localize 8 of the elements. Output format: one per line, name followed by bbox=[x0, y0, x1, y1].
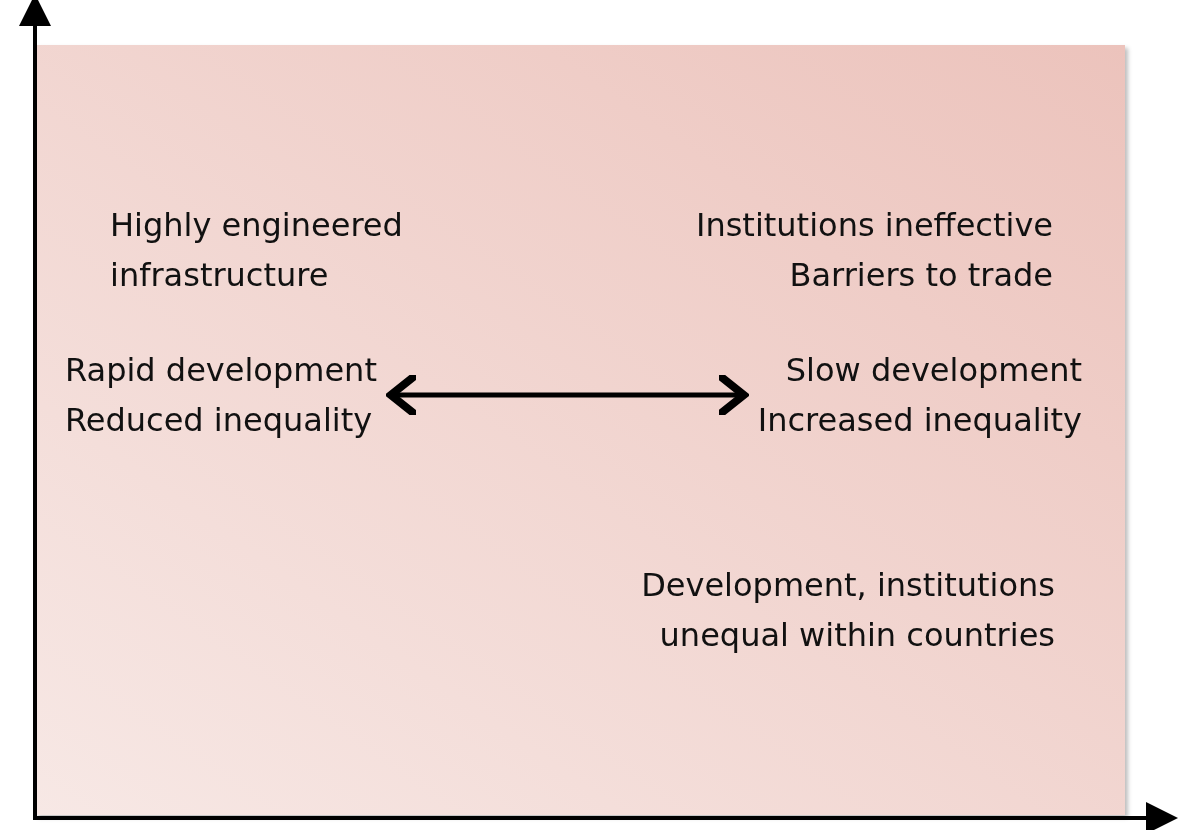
note-text: Barriers to trade bbox=[789, 255, 1053, 296]
node-text: Reduced inequality bbox=[65, 400, 374, 441]
note-text: Institutions ineffective bbox=[695, 205, 1053, 246]
node-text: Rapid development bbox=[65, 350, 377, 391]
node-text: Increased inequality bbox=[757, 400, 1082, 441]
node-text: Slow development bbox=[784, 350, 1082, 391]
note-text: Development, institutions unequal within countries bbox=[640, 565, 1055, 656]
note-text: Highly engineered infrastructure bbox=[110, 205, 404, 296]
